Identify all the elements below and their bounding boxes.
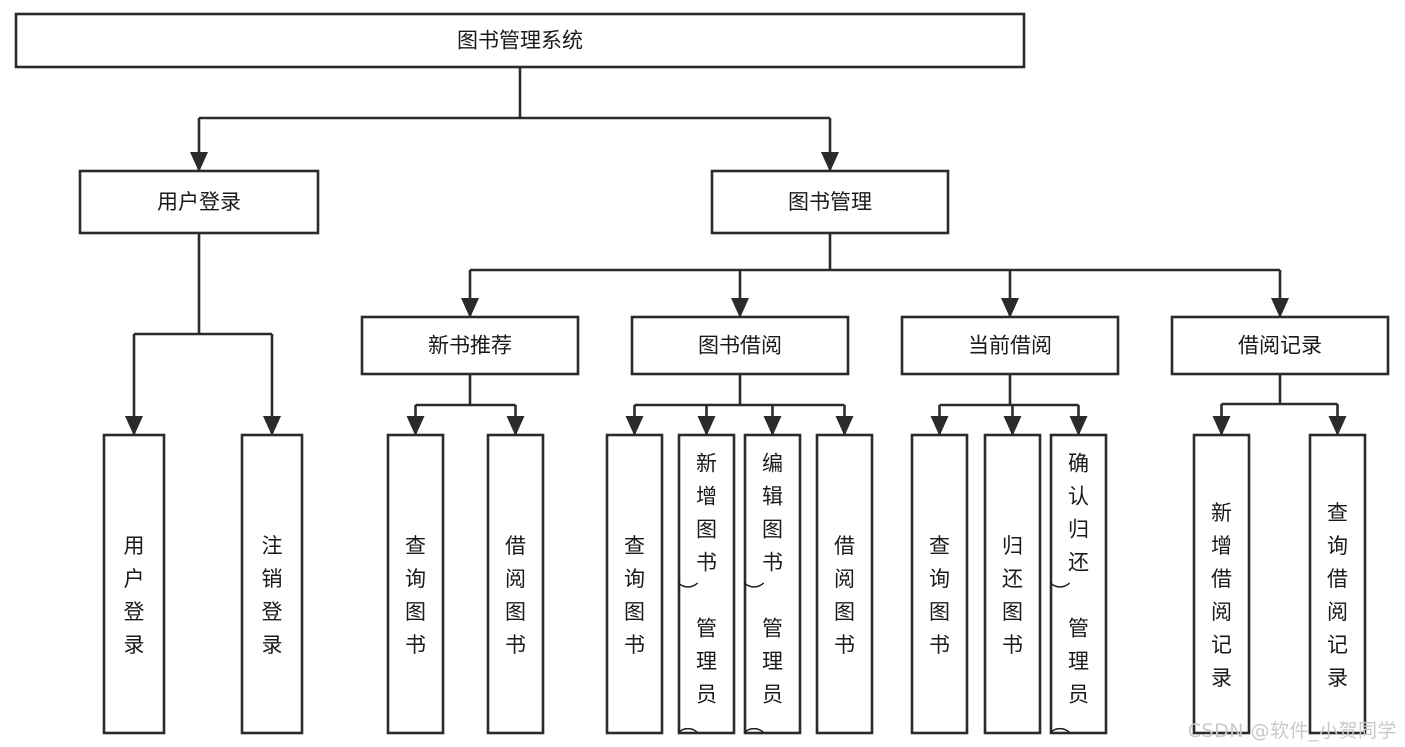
node-label: 查询借阅记录 xyxy=(1327,501,1348,690)
node-user-login[interactable]: 用户登录 xyxy=(78,169,320,235)
node-box xyxy=(710,169,950,235)
node-leaf-query-book-1[interactable]: 查询图书 xyxy=(386,433,445,735)
edge-group-root xyxy=(190,67,839,172)
arrow-head-icon xyxy=(1069,416,1088,436)
node-box xyxy=(1192,433,1251,735)
node-label: 图书借阅 xyxy=(698,334,782,358)
arrow-head-icon xyxy=(1003,416,1022,436)
node-current-borrow[interactable]: 当前借阅 xyxy=(900,315,1120,376)
node-box xyxy=(1170,315,1390,376)
arrow-head-icon xyxy=(125,416,143,436)
node-label: 查询图书 xyxy=(405,534,426,657)
arrow-head-icon xyxy=(406,416,425,436)
node-label: 新增图书（管理员） xyxy=(677,451,717,734)
node-box xyxy=(360,315,580,376)
node-layer: 图书管理系统用户登录图书管理新书推荐图书借阅当前借阅借阅记录用户登录注销登录查询… xyxy=(14,12,1390,735)
node-leaf-return-book[interactable]: 归还图书 xyxy=(983,433,1042,735)
node-leaf-confirm-return[interactable]: 确认归还（管理员） xyxy=(1049,433,1108,735)
node-label: 用户登录 xyxy=(157,190,241,214)
node-box xyxy=(677,433,736,735)
node-leaf-add-record[interactable]: 新增借阅记录 xyxy=(1192,433,1251,735)
node-leaf-query-book-3[interactable]: 查询图书 xyxy=(910,433,969,735)
node-leaf-logout[interactable]: 注销登录 xyxy=(240,433,304,735)
edge-group-new-book-rec xyxy=(406,374,525,436)
node-label: 用户登录 xyxy=(124,534,145,657)
node-leaf-query-book-2[interactable]: 查询图书 xyxy=(605,433,664,735)
node-box xyxy=(900,315,1120,376)
node-label: 新增借阅记录 xyxy=(1211,501,1232,690)
node-label: 借阅图书 xyxy=(505,534,526,657)
node-box xyxy=(486,433,545,735)
node-label: 图书管理 xyxy=(788,190,872,214)
node-book-borrow[interactable]: 图书借阅 xyxy=(630,315,850,376)
node-box xyxy=(983,433,1042,735)
node-box xyxy=(102,433,166,735)
arrow-head-icon xyxy=(1212,416,1231,436)
node-label: 查询图书 xyxy=(624,534,645,657)
node-leaf-query-record[interactable]: 查询借阅记录 xyxy=(1308,433,1367,735)
node-book-manage[interactable]: 图书管理 xyxy=(710,169,950,235)
edge-group-current-borrow xyxy=(930,374,1088,436)
arrow-head-icon xyxy=(835,416,854,436)
node-label: 注销登录 xyxy=(262,534,283,657)
node-box xyxy=(630,315,850,376)
node-label: 确认归还（管理员） xyxy=(1049,451,1089,734)
node-leaf-add-book[interactable]: 新增图书（管理员） xyxy=(677,433,736,735)
node-label: 借阅图书 xyxy=(834,534,855,657)
edge-group-borrow-record xyxy=(1212,374,1347,436)
arrow-head-icon xyxy=(263,416,281,436)
node-label: 查询图书 xyxy=(929,534,950,657)
node-root[interactable]: 图书管理系统 xyxy=(14,12,1026,69)
node-leaf-borrow-book-1[interactable]: 借阅图书 xyxy=(486,433,545,735)
node-label: 编辑图书（管理员） xyxy=(743,451,783,734)
node-box xyxy=(605,433,664,735)
arrow-head-icon xyxy=(697,416,716,436)
arrow-head-icon xyxy=(625,416,644,436)
node-label: 图书管理系统 xyxy=(457,29,583,53)
arrow-head-icon xyxy=(1001,298,1019,318)
arrow-head-icon xyxy=(461,298,479,318)
node-box xyxy=(386,433,445,735)
node-label: 当前借阅 xyxy=(968,334,1052,358)
edge-group-user-login xyxy=(125,233,281,436)
edge-group-book-borrow xyxy=(625,374,854,436)
node-new-book-rec[interactable]: 新书推荐 xyxy=(360,315,580,376)
node-box xyxy=(78,169,320,235)
node-box xyxy=(14,12,1026,69)
arrow-head-icon xyxy=(821,152,839,172)
node-label: 归还图书 xyxy=(1002,534,1023,657)
arrow-head-icon xyxy=(930,416,949,436)
arrow-head-icon xyxy=(1271,298,1289,318)
node-box xyxy=(240,433,304,735)
arrow-head-icon xyxy=(190,152,208,172)
node-label: 借阅记录 xyxy=(1238,334,1322,358)
node-leaf-borrow-book-2[interactable]: 借阅图书 xyxy=(815,433,874,735)
node-leaf-user-login[interactable]: 用户登录 xyxy=(102,433,166,735)
node-box xyxy=(1308,433,1367,735)
edge-group-book-manage xyxy=(461,233,1289,318)
arrow-head-icon xyxy=(763,416,782,436)
arrow-head-icon xyxy=(506,416,525,436)
node-label: 新书推荐 xyxy=(428,334,512,358)
node-leaf-edit-book[interactable]: 编辑图书（管理员） xyxy=(743,433,802,735)
arrow-head-icon xyxy=(1328,416,1347,436)
node-box xyxy=(815,433,874,735)
node-box xyxy=(743,433,802,735)
node-borrow-record[interactable]: 借阅记录 xyxy=(1170,315,1390,376)
node-box xyxy=(1049,433,1108,735)
connector-layer xyxy=(125,67,1347,436)
arrow-head-icon xyxy=(731,298,749,318)
node-box xyxy=(910,433,969,735)
